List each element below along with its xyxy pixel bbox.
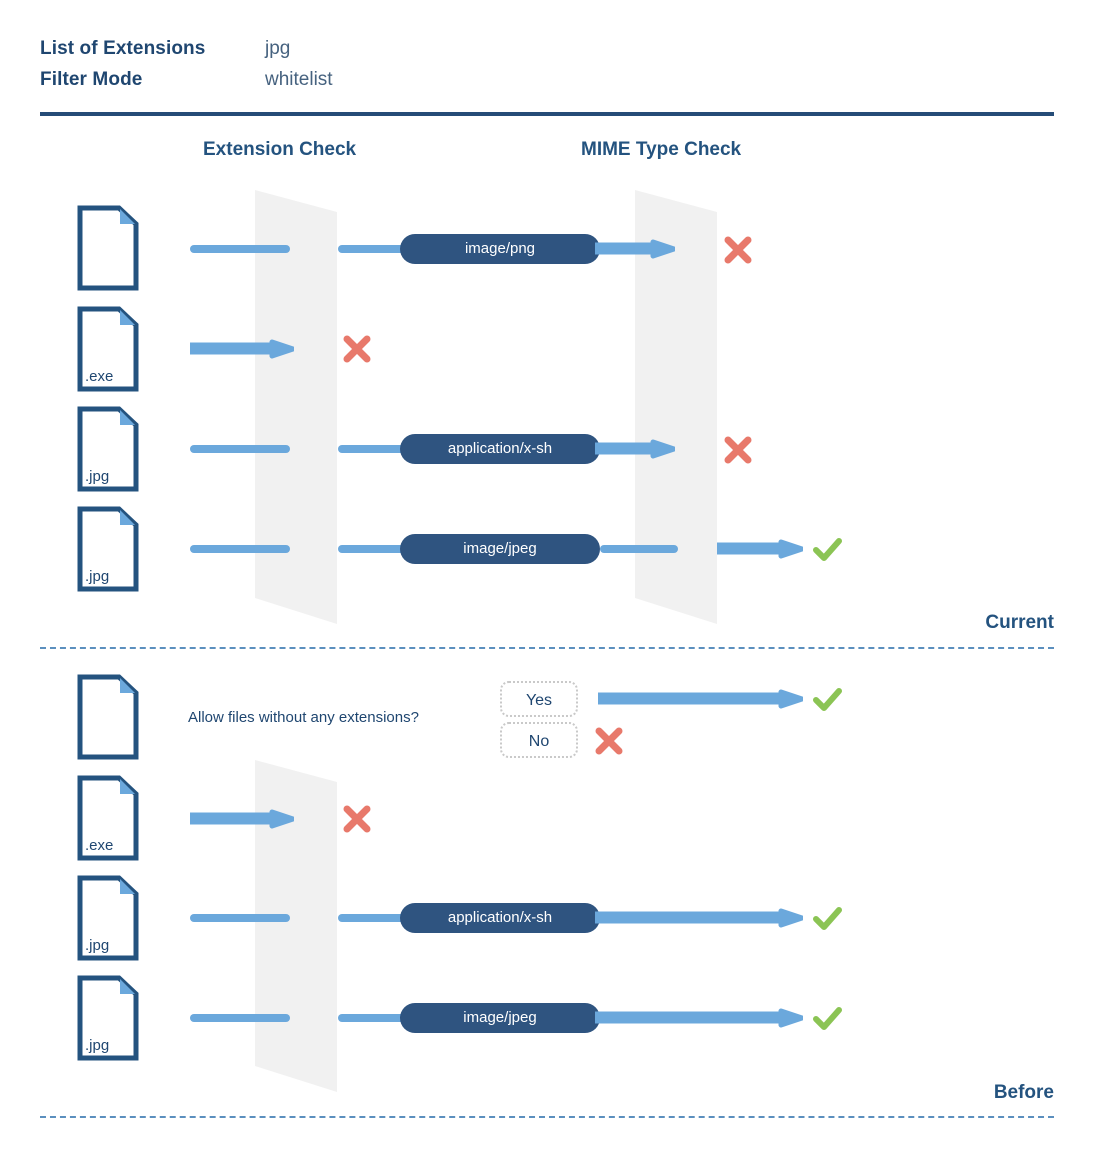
header-divider [40, 112, 1054, 116]
arrow-right-icon [717, 538, 803, 560]
file-icon: .jpg [77, 506, 139, 592]
arrow-right-icon [190, 808, 294, 830]
connector-segment [338, 245, 408, 253]
file-extension-label: .jpg [85, 937, 110, 954]
file-icon: .exe [77, 775, 139, 861]
connector-segment [338, 445, 408, 453]
file-icon [77, 205, 139, 291]
file-icon [77, 674, 139, 760]
cross-icon [594, 726, 624, 756]
choice-no[interactable]: No [500, 722, 578, 758]
section-divider-current [40, 647, 1054, 649]
choice-yes[interactable]: Yes [500, 681, 578, 717]
mime-gate-current [635, 186, 717, 624]
cross-icon [723, 435, 753, 465]
file-icon: .jpg [77, 406, 139, 492]
mime-type-pill: image/png [400, 234, 600, 264]
mime-type-pill: image/jpeg [400, 534, 600, 564]
cross-icon [342, 804, 372, 834]
connector-segment [190, 914, 290, 922]
connector-segment [190, 545, 290, 553]
arrow-right-icon [595, 1007, 803, 1029]
file-extension-label: .jpg [85, 568, 110, 585]
connector-segment [190, 245, 290, 253]
file-extension-label: .jpg [85, 1037, 110, 1054]
arrow-right-icon [595, 238, 675, 260]
mime-type-pill: application/x-sh [400, 903, 600, 933]
arrow-right-icon [595, 438, 675, 460]
cross-icon [723, 235, 753, 265]
header-value-list-of-extensions: jpg [265, 38, 291, 59]
connector-segment [338, 545, 408, 553]
arrow-right-icon [598, 688, 803, 710]
cross-icon [342, 334, 372, 364]
arrow-right-icon [595, 907, 803, 929]
arrow-right-icon [190, 338, 294, 360]
file-extension-label: .exe [85, 368, 114, 385]
file-icon: .jpg [77, 975, 139, 1061]
section-tag-current: Current [985, 612, 1054, 633]
connector-segment [190, 445, 290, 453]
connector-segment [338, 914, 408, 922]
file-extension-label: .exe [85, 837, 114, 854]
section-tag-before: Before [993, 1082, 1054, 1103]
extension-gate-before [255, 756, 337, 1092]
file-icon: .exe [77, 306, 139, 392]
connector-segment [338, 1014, 408, 1022]
connector-segment [600, 545, 678, 553]
header-value-filter-mode: whitelist [265, 69, 333, 90]
check-icon [812, 1004, 842, 1034]
header-label-list-of-extensions: List of Extensions [40, 38, 206, 59]
mime-type-pill: application/x-sh [400, 434, 600, 464]
extension-gate-current [255, 186, 337, 624]
check-icon [812, 535, 842, 565]
allow-no-extension-question: Allow files without any extensions? [188, 709, 419, 726]
file-icon: .jpg [77, 875, 139, 961]
mime-type-pill: image/jpeg [400, 1003, 600, 1033]
header-label-filter-mode: Filter Mode [40, 69, 143, 90]
file-extension-label: .jpg [85, 468, 110, 485]
check-icon [812, 685, 842, 715]
column-title-mime-type-check: MIME Type Check [581, 139, 742, 160]
section-divider-before [40, 1116, 1054, 1118]
connector-segment [190, 1014, 290, 1022]
column-title-extension-check: Extension Check [203, 139, 357, 160]
check-icon [812, 904, 842, 934]
